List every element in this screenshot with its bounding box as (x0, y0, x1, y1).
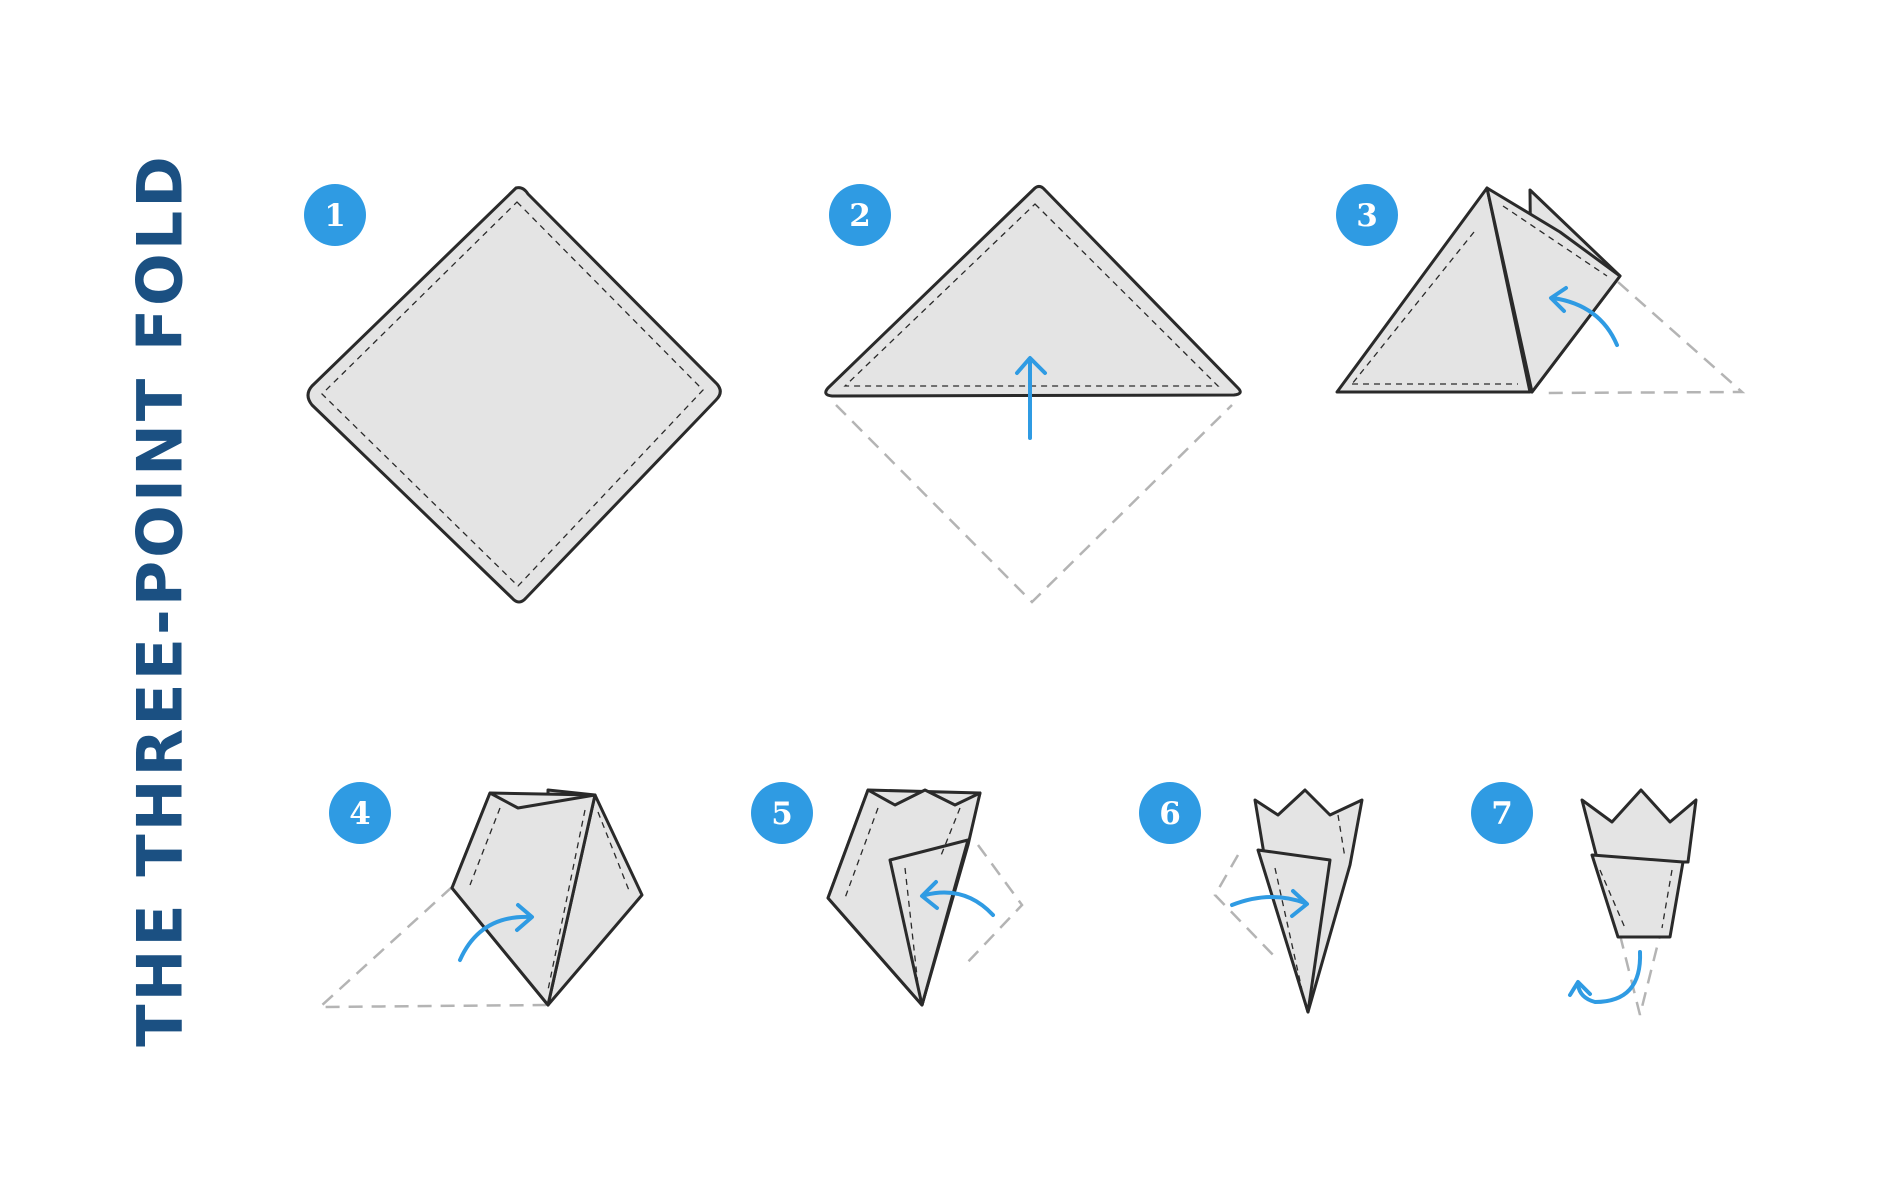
curved-arrow-right-icon (458, 903, 534, 962)
narrow-fold-icon (1253, 788, 1364, 1014)
curved-arrow-right-icon (1230, 889, 1309, 918)
square-handkerchief-icon (306, 186, 722, 604)
step-5-badge: 5 (751, 782, 813, 844)
finished-pocket-square-icon (1580, 788, 1698, 939)
svg-text:4: 4 (349, 796, 371, 832)
folded-corner-icon (1335, 186, 1622, 394)
tuck-under-arrow-icon (1568, 950, 1643, 1004)
step-3: 3 (1335, 184, 1746, 395)
step-5: 5 (751, 782, 1024, 1007)
curved-arrow-left-icon (920, 880, 995, 917)
svg-text:1: 1 (324, 198, 346, 234)
three-fold-icon (826, 788, 982, 1007)
svg-text:7: 7 (1491, 796, 1513, 832)
step-1-badge: 1 (304, 184, 366, 246)
svg-text:2: 2 (849, 198, 871, 234)
curved-arrow-up-left-icon (1549, 286, 1619, 347)
svg-text:5: 5 (771, 796, 793, 832)
step-7-badge: 7 (1471, 782, 1533, 844)
up-arrow-icon (1015, 356, 1047, 440)
step-6: 6 (1139, 782, 1364, 1014)
unfolded-side-outline (1213, 854, 1279, 961)
unfolded-side-outline (964, 844, 1024, 966)
step-4: 4 (316, 782, 644, 1009)
tucked-tip-outline (1618, 934, 1662, 1016)
step-4-badge: 4 (329, 782, 391, 844)
step-6-badge: 6 (1139, 782, 1201, 844)
unfolded-corner-outline (316, 886, 547, 1009)
step-7: 7 (1471, 782, 1698, 1016)
unfolded-half-outline (835, 404, 1233, 604)
two-fold-icon (450, 788, 644, 1007)
step-3-badge: 3 (1336, 184, 1398, 246)
svg-text:3: 3 (1356, 198, 1378, 234)
step-2-badge: 2 (829, 184, 891, 246)
step-2: 2 (824, 184, 1242, 604)
svg-text:6: 6 (1159, 796, 1181, 832)
unfolded-corner-outline (1544, 281, 1746, 395)
step-1: 1 (304, 184, 722, 604)
